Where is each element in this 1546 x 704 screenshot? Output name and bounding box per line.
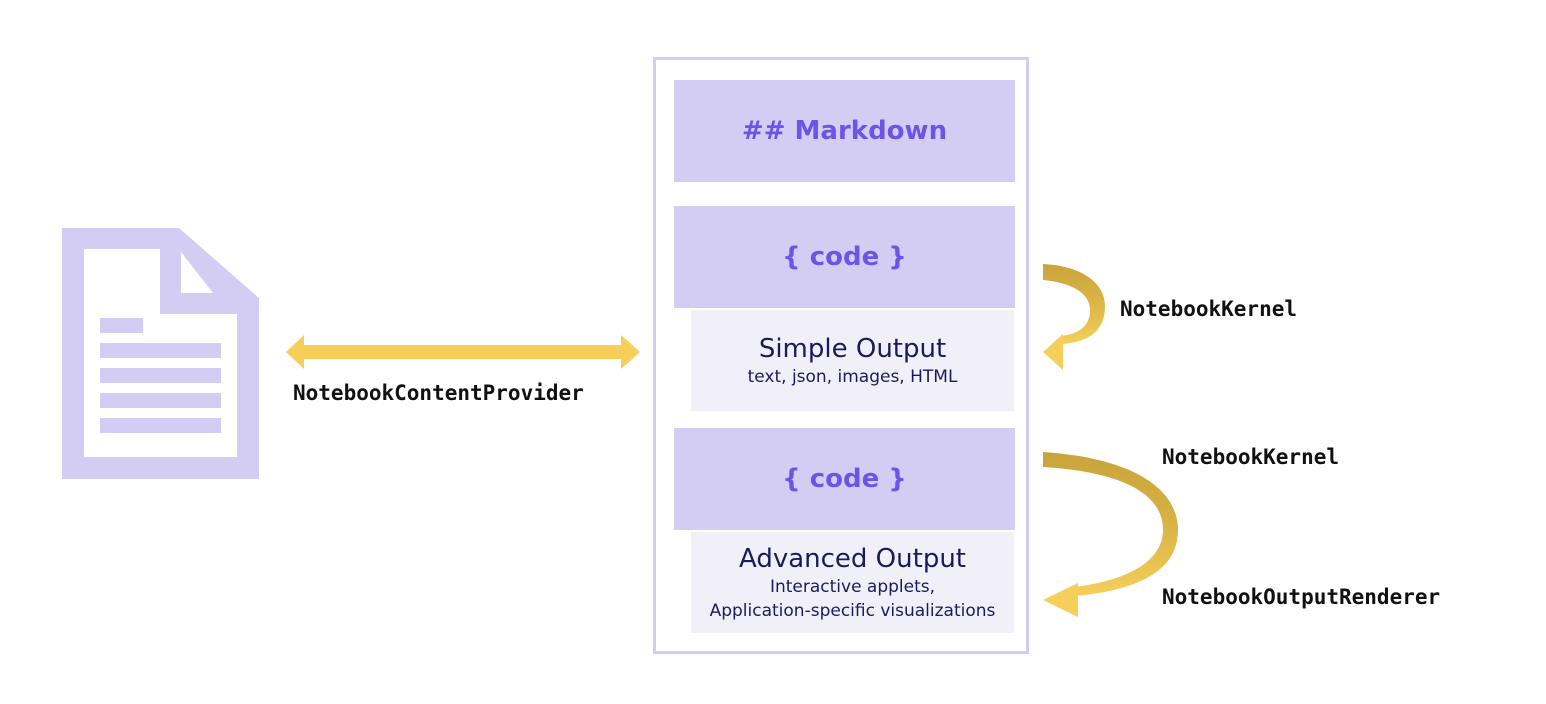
- code-cell-1-label: { code }: [782, 242, 907, 272]
- advanced-output: Advanced Output Interactive applets, App…: [691, 532, 1014, 633]
- kernel-arrow-1: [1043, 264, 1105, 370]
- simple-output-title: Simple Output: [758, 333, 947, 364]
- code-cell-1[interactable]: { code }: [674, 206, 1015, 308]
- kernel-label-1: NotebookKernel: [1120, 297, 1298, 321]
- kernel-label-2: NotebookKernel: [1162, 445, 1340, 469]
- content-provider-label: NotebookContentProvider: [293, 381, 584, 405]
- notebook-frame: [653, 57, 1029, 654]
- markdown-cell-label: ## Markdown: [741, 116, 948, 146]
- advanced-output-subtitle-line2: Application-specific visualizations: [709, 600, 996, 621]
- content-provider-arrow: [286, 335, 640, 369]
- simple-output-subtitle: text, json, images, HTML: [747, 366, 958, 387]
- markdown-cell[interactable]: ## Markdown: [674, 80, 1015, 182]
- simple-output: Simple Output text, json, images, HTML: [691, 310, 1014, 411]
- kernel-renderer-arrow: [1043, 452, 1178, 617]
- advanced-output-title: Advanced Output: [738, 543, 966, 574]
- advanced-output-subtitle-line1: Interactive applets,: [769, 576, 936, 597]
- output-renderer-label: NotebookOutputRenderer: [1162, 585, 1441, 609]
- code-cell-2-label: { code }: [782, 464, 907, 494]
- code-cell-2[interactable]: { code }: [674, 428, 1015, 530]
